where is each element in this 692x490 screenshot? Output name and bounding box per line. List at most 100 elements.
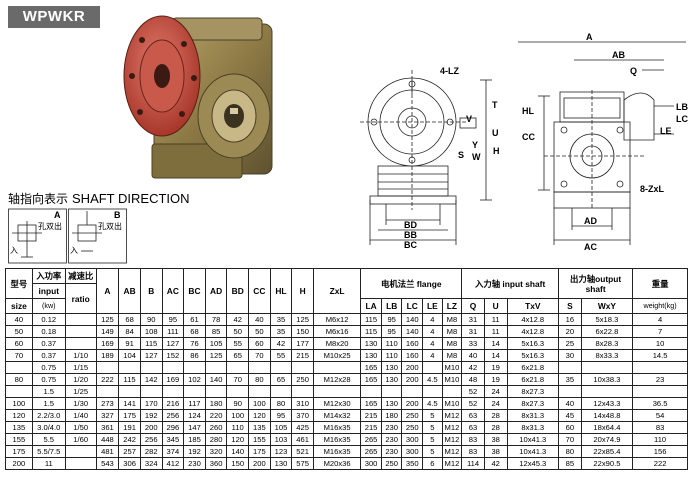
table-cell: 320 [204,445,228,458]
table-cell: 265 [360,445,382,458]
table-cell: 4 [632,313,688,326]
table-cell: 200 [248,457,271,470]
table-cell: 189 [95,349,120,362]
table-header: ZxL [312,268,362,314]
table-cell: 117 [183,397,206,410]
table-cell: M12x28 [312,373,362,386]
table-cell: 14x48.8 [580,409,634,422]
table-cell [269,361,293,374]
table-cell: 360 [204,457,228,470]
dim-label-h: H [493,146,500,156]
table-cell: M8 [441,325,463,338]
table-header: input [31,283,66,299]
table-cell [95,361,120,374]
table-cell [183,385,206,398]
shaft-direction-title-en: SHAFT DIRECTION [72,191,190,206]
table-cell: 521 [291,445,314,458]
front-view-drawing: A AB Q HL CC LB LC LE 8-ZxL AD AC [518,32,688,252]
table-cell: 175 [118,409,141,422]
table-cell: 300 [360,457,382,470]
table-cell: 48 [461,373,485,386]
shaft-option-a-input: 入 [10,246,18,255]
table-cell [401,385,424,398]
table-cell [580,361,634,374]
table-cell: 120 [5,409,33,422]
dim-label-ad: AD [584,216,597,226]
table-cell: 10x41.3 [506,433,560,446]
table-cell: 24 [483,397,508,410]
table-cell: 180 [204,397,228,410]
table-cell: 1.5 [31,385,66,398]
table-header: AB [118,268,141,314]
table-cell: 11 [483,313,508,326]
table-cell: M12 [441,409,463,422]
table-header: 型号 [5,268,33,299]
table-header: WxY [580,298,634,314]
table-cell: M20x36 [312,457,362,470]
table-header: 入功率 [31,268,66,284]
dim-label-ab: AB [612,50,625,60]
dim-label-v: V [466,114,472,124]
table-cell: 103 [269,433,293,446]
table-cell: 250 [380,457,403,470]
table-cell: 22x85.4 [580,445,634,458]
table-cell: 84 [118,325,141,338]
table-cell: 160 [401,337,424,350]
table-cell: 70 [558,433,582,446]
table-cell: 5x16.3 [506,349,560,362]
table-cell: 170 [139,397,163,410]
table-cell: 83 [632,421,688,434]
table-cell: 55 [226,337,250,350]
table-cell [422,361,443,374]
table-header: LE [422,298,443,314]
table-cell: 35 [558,373,582,386]
table-cell: 4 [422,325,443,338]
table-cell [118,361,141,374]
table-cell: 16 [558,313,582,326]
table-header: (kw) [31,298,66,314]
dim-label-w: W [472,152,481,162]
dim-label-le: LE [660,126,672,136]
table-header: LA [360,298,382,314]
table-cell: 78 [204,313,228,326]
table-cell [161,361,185,374]
table-cell: 14 [483,349,508,362]
table-cell: 165 [360,361,382,374]
table-cell: 40 [558,397,582,410]
table-cell: 20 [558,325,582,338]
table-cell: 14.5 [632,349,688,362]
table-header: 出力轴output shaft [558,268,634,299]
table-cell: 152 [161,349,185,362]
table-cell: 140 [401,325,424,338]
table-cell: 1/10 [64,349,97,362]
table-cell: 80 [269,397,293,410]
table-cell: 0.75 [31,373,66,386]
table-cell: 115 [118,373,141,386]
table-cell: 175 [5,445,33,458]
table-cell: 111 [161,325,185,338]
table-cell: 83 [461,445,485,458]
table-cell: 80 [558,445,582,458]
table-cell: 125 [291,313,314,326]
table-cell: 130 [380,361,403,374]
table-cell: M8 [441,337,463,350]
table-header: TxV [506,298,560,314]
shaft-option-a-label: 孔双出 [38,221,62,231]
table-cell: 95 [269,409,293,422]
table-cell: 70 [226,373,250,386]
table-cell: 216 [161,397,185,410]
table-cell: 6x21.8 [506,373,560,386]
table-cell: 60 [558,421,582,434]
table-cell [64,457,97,470]
table-cell: 42 [483,457,508,470]
table-header: 重量 [632,268,688,299]
table-cell [95,385,120,398]
table-cell: 85 [558,457,582,470]
table-cell: 4x12.8 [506,325,560,338]
table-cell: 130 [380,397,403,410]
